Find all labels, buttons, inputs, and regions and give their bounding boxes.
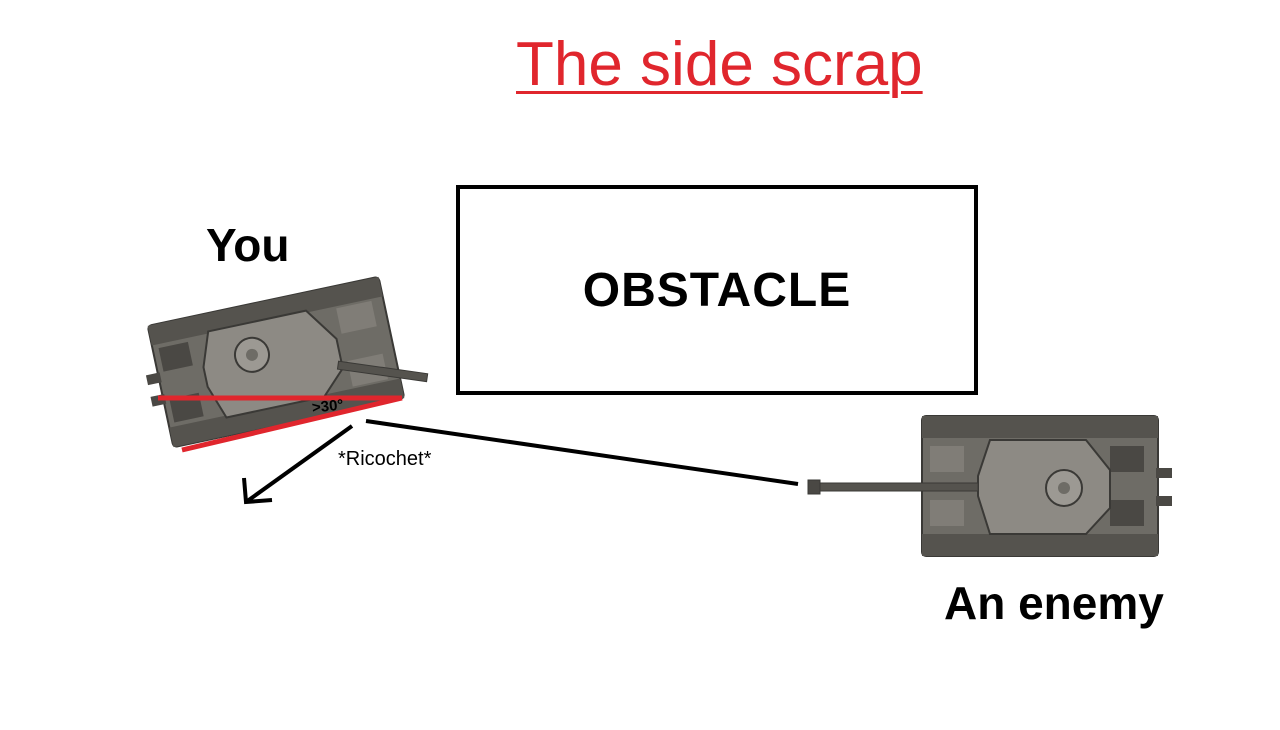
ricochet-arrow-icon — [242, 424, 354, 505]
enemy-tank-icon — [807, 415, 1172, 557]
you-label: You — [206, 219, 290, 271]
obstacle-label: OBSTACLE — [582, 263, 852, 317]
ricochet-label: *Ricochet* — [338, 448, 432, 470]
player-tank-icon — [145, 276, 429, 448]
armor-line — [181, 395, 403, 453]
angle-label: >30° — [311, 396, 345, 417]
diagram-title: The side scrap — [516, 30, 923, 99]
obstacle-box: OBSTACLE — [456, 185, 978, 395]
enemy-label: An enemy — [944, 577, 1164, 629]
shot-line — [365, 419, 799, 486]
